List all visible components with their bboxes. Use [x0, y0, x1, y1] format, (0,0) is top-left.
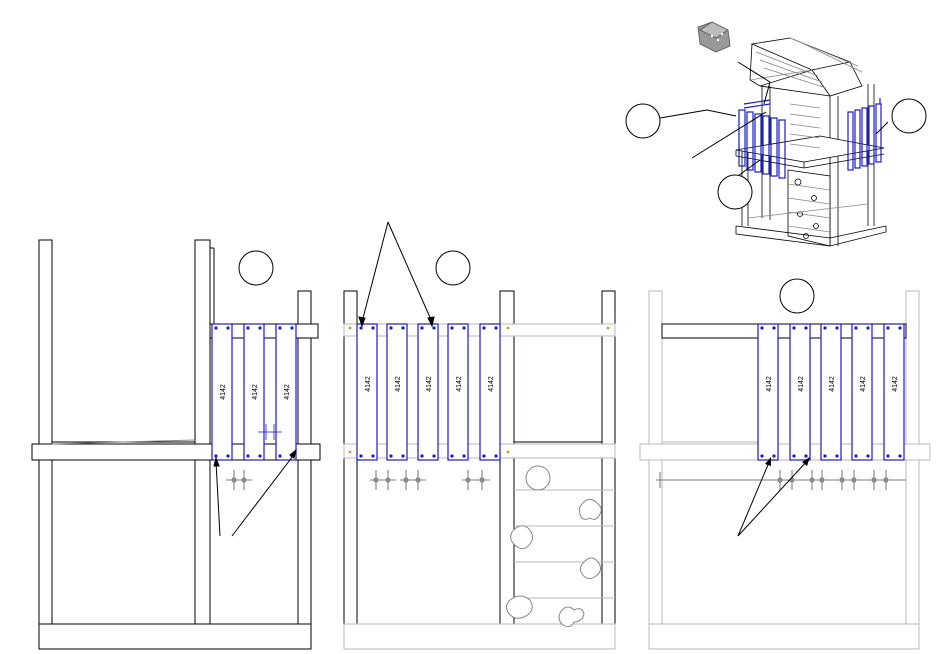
center-view-callout: [436, 251, 470, 285]
overview-callout-right: [892, 99, 926, 133]
board-label: 4142: [892, 376, 899, 392]
left-side-view: 4142 4142 4142: [32, 240, 320, 649]
board-label: 4142: [488, 376, 495, 392]
board-label: 4142: [365, 376, 372, 392]
center-front-view: 4142 4142 4142 4142 4142: [344, 222, 615, 649]
right-side-view: 4142 4142 4142 4142 4142: [640, 291, 930, 649]
board-label: 4142: [860, 376, 867, 392]
board-label: 4142: [252, 384, 259, 400]
overview-callout-left: [626, 104, 660, 138]
overview-callout-bottom: [718, 175, 752, 209]
right-view-callout: [780, 279, 814, 313]
bracket-icon: [698, 22, 730, 52]
board-label: 4142: [284, 384, 291, 400]
board-label: 4142: [829, 376, 836, 392]
board-label: 4142: [456, 376, 463, 392]
board-label: 4142: [426, 376, 433, 392]
left-view-callout: [239, 251, 273, 285]
board-label: 4142: [798, 376, 805, 392]
overview-playhouse: [660, 22, 888, 246]
board-label: 4142: [220, 384, 227, 400]
board-label: 4142: [395, 376, 402, 392]
board-label: 4142: [766, 376, 773, 392]
